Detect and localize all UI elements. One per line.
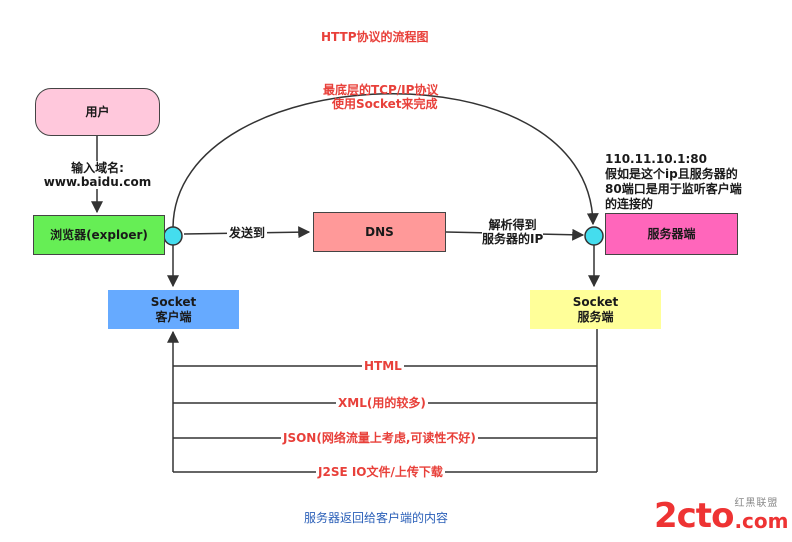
- server-note: 110.11.10.1:80 假如是这个ip且服务器的 80端口是用于监听客户端…: [605, 152, 742, 212]
- edge-label-resolve-line-1: 解析得到: [488, 218, 537, 232]
- connector-server: [584, 226, 604, 246]
- client-socket-line-1: Socket: [150, 294, 197, 309]
- watermark-sub: 红黑联盟: [734, 498, 779, 509]
- node-server: 服务器端: [605, 213, 738, 255]
- server-note-line-2: 假如是这个ip且服务器的: [605, 167, 738, 181]
- edge-label-resolve: 解析得到 服务器的IP: [482, 218, 544, 246]
- node-dns-label: DNS: [365, 224, 394, 239]
- watermark-logo: 2cto 红黑联盟 .com: [654, 494, 788, 533]
- node-server-socket: Socket 服务端: [530, 290, 661, 329]
- server-note-line-1: 110.11.10.1:80: [605, 152, 707, 166]
- node-dns: DNS: [313, 212, 446, 252]
- node-server-label: 服务器端: [647, 226, 696, 241]
- edge-label-input-domain: 输入域名: www.baidu.com: [40, 161, 155, 189]
- node-browser: 浏览器(exploer): [33, 215, 165, 255]
- edge-label-send-to: 发送到: [227, 226, 268, 240]
- watermark-tld: .com: [734, 509, 789, 533]
- diagram-title: HTTP协议的流程图: [321, 30, 429, 44]
- client-socket-line-2: 客户端: [155, 309, 192, 324]
- arc-label-line-1: 最底层的TCP/IP协议: [323, 83, 439, 97]
- edge-label-input-line-1: 输入域名:: [71, 161, 124, 175]
- node-browser-label: 浏览器(exploer): [50, 227, 148, 242]
- watermark-main: 2cto: [654, 496, 734, 536]
- response-label-j2se: J2SE IO文件/上传下载: [316, 465, 445, 479]
- response-label-html: HTML: [362, 359, 404, 373]
- node-user-label: 用户: [85, 104, 110, 119]
- connector-browser: [163, 226, 183, 246]
- edge-tcpip-arc: [172, 93, 599, 228]
- server-note-line-3: 80端口是用于监听客户端: [605, 182, 742, 196]
- server-socket-line-1: Socket: [572, 294, 619, 309]
- diagram-footer: 服务器返回给客户端的内容: [304, 511, 449, 525]
- server-note-line-4: 的连接的: [605, 197, 654, 211]
- node-user: 用户: [35, 88, 160, 136]
- node-client-socket: Socket 客户端: [108, 290, 239, 329]
- edge-label-input-line-2: www.baidu.com: [43, 175, 152, 189]
- edge-label-resolve-line-2: 服务器的IP: [482, 232, 544, 246]
- server-socket-line-2: 服务端: [577, 309, 614, 324]
- arc-label-line-2: 使用Socket来完成: [331, 97, 438, 111]
- arc-label: 最底层的TCP/IP协议 使用Socket来完成: [323, 83, 438, 111]
- response-label-xml: XML(用的较多): [336, 396, 428, 410]
- response-label-json: JSON(网络流量上考虑,可读性不好): [281, 431, 478, 445]
